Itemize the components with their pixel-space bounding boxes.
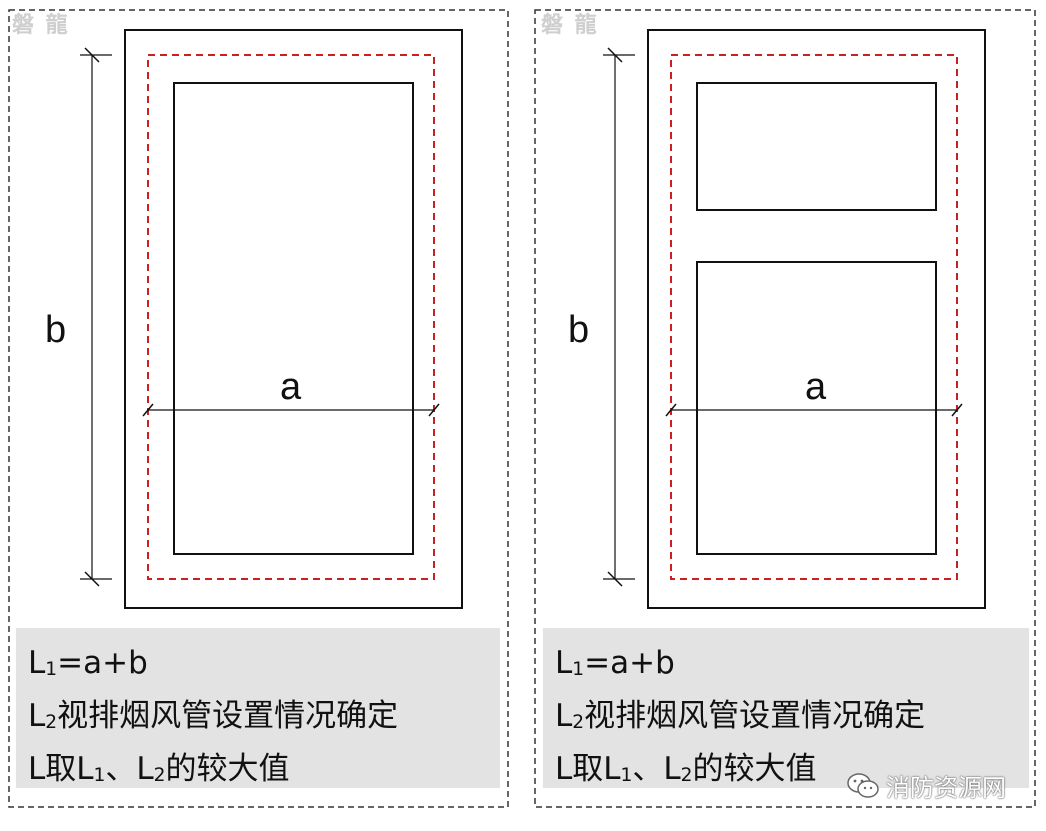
watermark-logo: 磐 龍 xyxy=(12,12,70,38)
smoke-zone-boundary xyxy=(147,54,435,580)
tick-mark xyxy=(607,47,623,63)
label-a: a xyxy=(805,366,827,408)
panel-border xyxy=(534,9,1036,808)
note-line-1: L1=a+b xyxy=(28,645,148,681)
smoke-duct-area xyxy=(173,82,414,555)
watermark-logo: 磐 龍 xyxy=(541,12,599,38)
tick-mark xyxy=(142,403,154,417)
tick-mark xyxy=(84,571,100,587)
smoke-duct-area-upper xyxy=(696,82,937,211)
tick-mark xyxy=(951,403,963,417)
formula-note: L1=a+b L2视排烟风管设置情况确定 L取L1、L2的较大值 xyxy=(543,628,1029,788)
note-line-2: L2视排烟风管设置情况确定 xyxy=(28,698,399,734)
left-diagram-panel: 磐 龍 b a L1=a+b L2视排烟风管设置情况确定 L取L1、L2的较大值 xyxy=(8,9,509,808)
smoke-zone-boundary xyxy=(670,54,958,580)
wechat-account-name: 消防资源网 xyxy=(886,774,1006,802)
note-line-3: L取L1、L2的较大值 xyxy=(28,751,290,787)
right-diagram-panel: 磐 龍 b a L1=a+b L2视排烟风管设置情况确定 L取L1、L2的较大值 xyxy=(523,0,1046,831)
label-b: b xyxy=(45,309,66,351)
right-diagram: 磐 龍 b a xyxy=(534,9,1036,808)
tick-mark xyxy=(84,47,100,63)
label-a: a xyxy=(280,366,302,408)
wechat-watermark: 消防资源网 xyxy=(846,768,1006,803)
note-line-1: L1=a+b xyxy=(555,645,675,681)
formula-note: L1=a+b L2视排烟风管设置情况确定 L取L1、L2的较大值 xyxy=(16,628,500,788)
left-diagram: 磐 龍 b a xyxy=(8,9,509,808)
note-line-3: L取L1、L2的较大值 xyxy=(555,751,817,787)
smoke-duct-area-lower xyxy=(696,261,937,555)
panel-border xyxy=(8,9,509,808)
label-b: b xyxy=(568,309,589,351)
note-line-2: L2视排烟风管设置情况确定 xyxy=(555,698,926,734)
room-outline xyxy=(647,29,986,609)
tick-mark xyxy=(607,571,623,587)
room-outline xyxy=(124,29,463,609)
tick-mark xyxy=(428,403,440,417)
wechat-icon xyxy=(847,772,879,798)
tick-mark xyxy=(665,403,677,417)
